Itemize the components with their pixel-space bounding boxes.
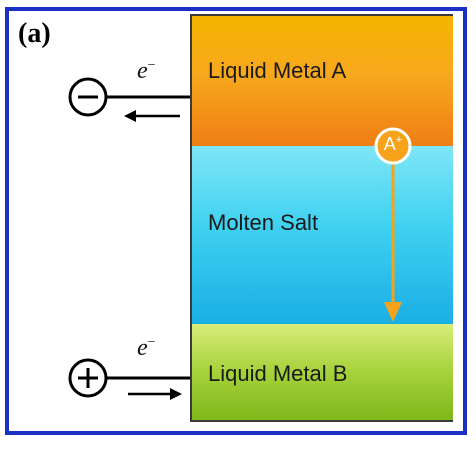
ion-transport-arrow <box>384 164 402 322</box>
liquid-metal-a-label: Liquid Metal A <box>208 58 347 83</box>
liquid-metal-b-layer <box>190 324 453 422</box>
electron-label-top: e− <box>137 58 156 84</box>
ion-label: A+ <box>383 134 403 154</box>
ion-circle-icon <box>374 127 412 165</box>
molten-salt-layer <box>190 146 453 324</box>
electron-flow-arrow-bottom <box>128 388 182 400</box>
panel-label: (a) <box>18 18 51 49</box>
electron-label-bottom: e− <box>137 335 156 361</box>
electron-flow-arrow-top <box>124 110 180 122</box>
molten-salt-label: Molten Salt <box>208 210 319 235</box>
liquid-metal-a-layer <box>190 14 453 146</box>
liquid-metal-b-label: Liquid Metal B <box>208 361 348 386</box>
